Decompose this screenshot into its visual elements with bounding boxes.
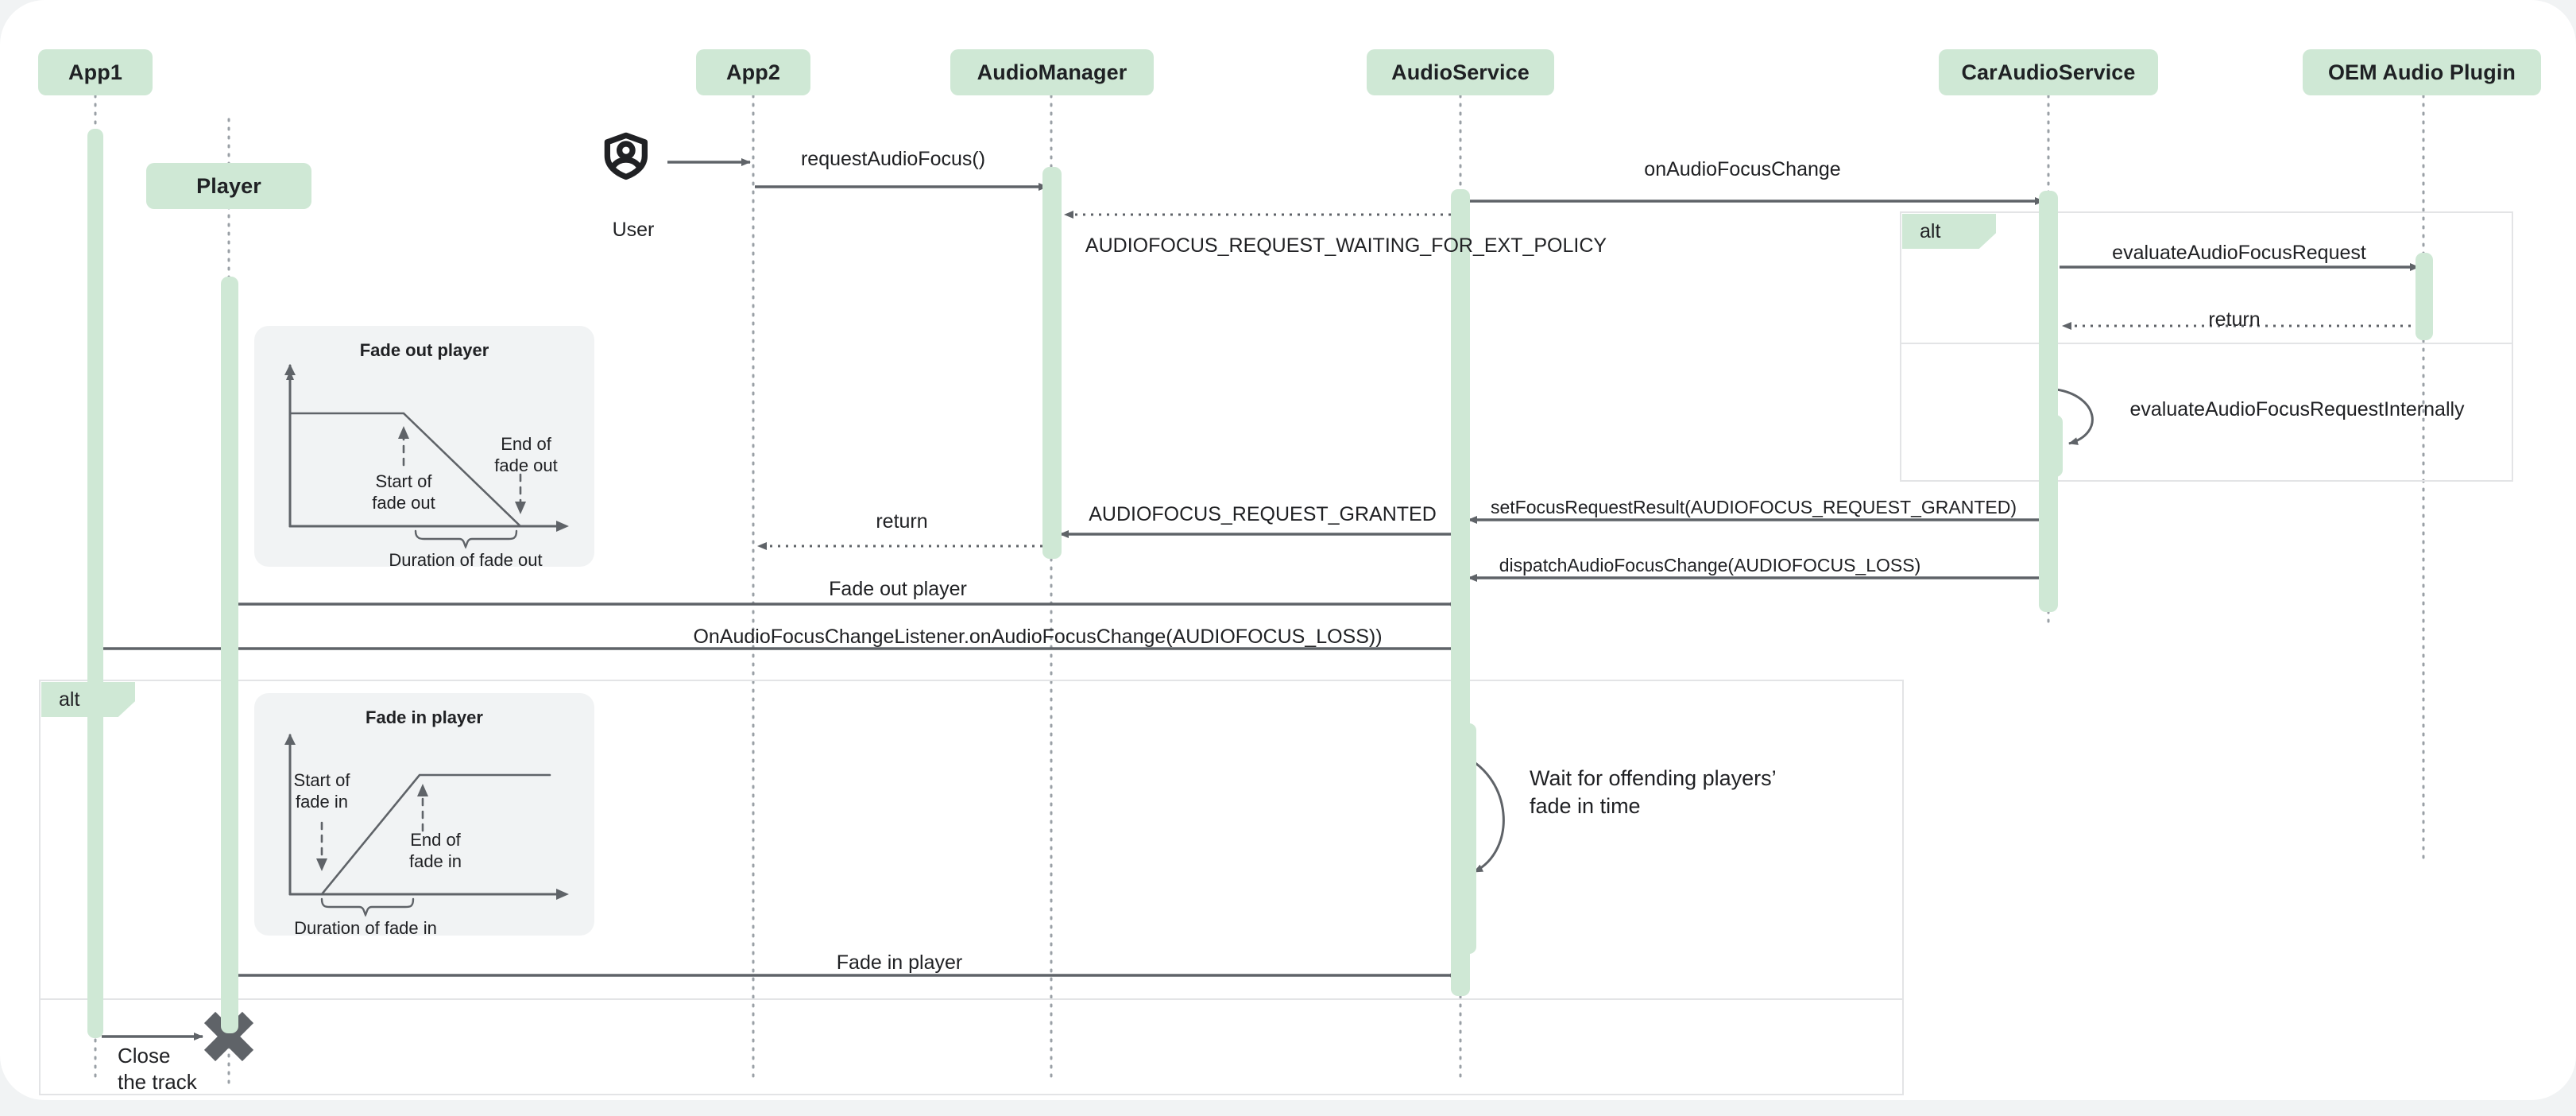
participant-oemplugin-label: OEM Audio Plugin	[2327, 60, 2516, 84]
label-return-app2: return	[876, 510, 928, 533]
label-close-the-track: Close the track	[118, 1044, 197, 1095]
arrow-wait-for-fade-in	[1457, 752, 1505, 874]
participant-audiomanager[interactable]: AudioManager	[950, 49, 1154, 95]
participant-player[interactable]: Player	[146, 163, 311, 209]
x-cross-icon	[203, 1011, 254, 1062]
activation-app1	[87, 129, 103, 1038]
fade-out-annotation-end: End of fade out	[494, 434, 558, 476]
fade-in-chart	[254, 693, 594, 936]
fade-out-chart	[254, 326, 594, 567]
label-evaluate-internally: evaluateAudioFocusRequestInternally	[2129, 398, 2465, 420]
fragment-alt-left	[39, 680, 1904, 1095]
fragment-alt-right	[1900, 211, 2513, 482]
label-fade-out-player: Fade out player	[829, 578, 967, 600]
fragment-alt-left-text: alt	[59, 688, 80, 711]
label-setfocusrequestresult: setFocusRequestResult(AUDIOFOCUS_REQUEST…	[1490, 497, 2017, 517]
fade-out-annotation-start: Start of fade out	[372, 471, 435, 513]
message-arrows	[91, 158, 2419, 1040]
shield-person-icon	[604, 132, 648, 180]
participant-caraudioservice[interactable]: CarAudioService	[1939, 49, 2158, 95]
label-onaudiofocuschange: onAudioFocusChange	[1644, 158, 1841, 180]
activation-player	[221, 277, 238, 1033]
participant-audioservice[interactable]: AudioService	[1367, 49, 1554, 95]
label-requestaudiofocus: requestAudioFocus()	[800, 148, 986, 170]
fade-out-chart-title: Fade out player	[359, 340, 489, 360]
participant-audioservice-label: AudioService	[1391, 60, 1530, 84]
fragment-alt-right-label: alt	[1902, 214, 1996, 249]
fade-in-annotation-start: Start of fade in	[293, 770, 350, 812]
fade-in-annotation-end: End of fade in	[408, 830, 462, 872]
fade-out-annotation-duration: Duration of fade out	[389, 550, 543, 570]
participant-app1-label: App1	[68, 60, 122, 84]
participant-player-label: Player	[196, 173, 261, 198]
participant-audiomanager-label: AudioManager	[977, 60, 1127, 84]
participant-oemplugin[interactable]: OEM Audio Plugin	[2303, 49, 2541, 95]
fade-in-chart-title: Fade in player	[366, 707, 483, 727]
label-fade-in-player: Fade in player	[836, 951, 963, 974]
label-dispatchaudiofocuschange: dispatchAudioFocusChange(AUDIOFOCUS_LOSS…	[1499, 555, 1921, 575]
activation-caraudioservice	[2039, 191, 2058, 612]
participant-app1[interactable]: App1	[38, 49, 153, 95]
activation-caraudioservice-inner	[2045, 415, 2063, 477]
fragment-alt-left-label: alt	[41, 682, 135, 717]
activation-audiomanager	[1042, 167, 1062, 559]
label-evaluate-return: return	[2208, 308, 2261, 331]
fragment-alt-right-text: alt	[1920, 219, 1941, 242]
label-wait-for-fade-in: Wait for offending players’ fade in time	[1530, 766, 1777, 818]
participant-app2-label: App2	[726, 60, 780, 84]
fade-in-annotation-duration: Duration of fade in	[294, 918, 437, 938]
label-waiting-for-ext-policy: AUDIOFOCUS_REQUEST_WAITING_FOR_EXT_POLIC…	[1085, 234, 1607, 257]
arrow-evaluate-internally	[2056, 388, 2094, 445]
participant-app2[interactable]: App2	[696, 49, 810, 95]
actor-user-label: User	[612, 219, 655, 241]
label-onaudiofocuschangelistener: OnAudioFocusChangeListener.onAudioFocusC…	[693, 626, 1383, 648]
activation-audioservice-inner	[1457, 723, 1476, 954]
activation-oemplugin	[2415, 253, 2433, 340]
label-audiofocus-request-granted: AUDIOFOCUS_REQUEST_GRANTED	[1089, 503, 1437, 525]
participant-caraudioservice-label: CarAudioService	[1961, 60, 2136, 84]
label-evaluateaudiofocusrequest: evaluateAudioFocusRequest	[2112, 242, 2366, 264]
